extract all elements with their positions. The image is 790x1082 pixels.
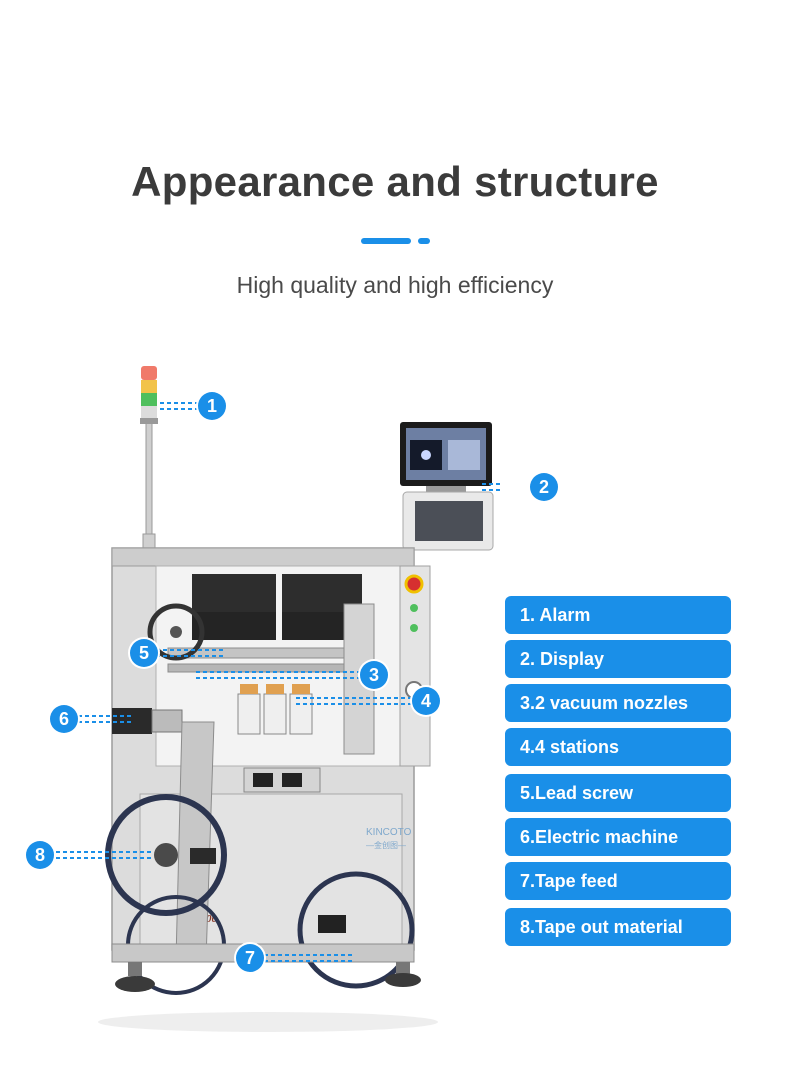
legend-item-stations: 4.4 stations (505, 728, 731, 766)
callout-7: 7 (236, 944, 264, 972)
page-title: Appearance and structure (131, 158, 659, 205)
accent-bar-long (361, 238, 411, 244)
callout-leader-lines (56, 402, 500, 962)
signal-tower (140, 366, 158, 549)
callout-6: 6 (50, 705, 78, 733)
machine-brand-text: KINCOTO (366, 827, 412, 838)
callout-3: 3 (360, 661, 388, 689)
callout-8: 8 (26, 841, 54, 869)
callout-4: 4 (412, 687, 440, 715)
accent-bar-short (418, 238, 430, 244)
machine-brand-subtext: —金创图— (366, 840, 406, 850)
floor-shadow (98, 1012, 438, 1032)
machine-body: KINCOTO —金创图— 3000 (105, 547, 431, 995)
legend-item-tape-feed: 7.Tape feed (505, 862, 731, 900)
title-accent-divider (0, 238, 790, 246)
legend-item-display: 2. Display (505, 640, 731, 678)
callout-5: 5 (130, 639, 158, 667)
machine-illustration: KINCOTO —金创图— 3000 (56, 366, 500, 1032)
legend-item-alarm: 1. Alarm (505, 596, 731, 634)
callout-2: 2 (530, 473, 558, 501)
callout-1: 1 (198, 392, 226, 420)
legend-item-vacuum-nozzles: 3.2 vacuum nozzles (505, 684, 731, 722)
page-subtitle: High quality and high efficiency (236, 272, 554, 298)
display-monitor (400, 422, 494, 551)
legend-item-electric-machine: 6.Electric machine (505, 818, 731, 856)
legend-item-lead-screw: 5.Lead screw (505, 774, 731, 812)
legend-item-tape-out-material: 8.Tape out material (505, 908, 731, 946)
